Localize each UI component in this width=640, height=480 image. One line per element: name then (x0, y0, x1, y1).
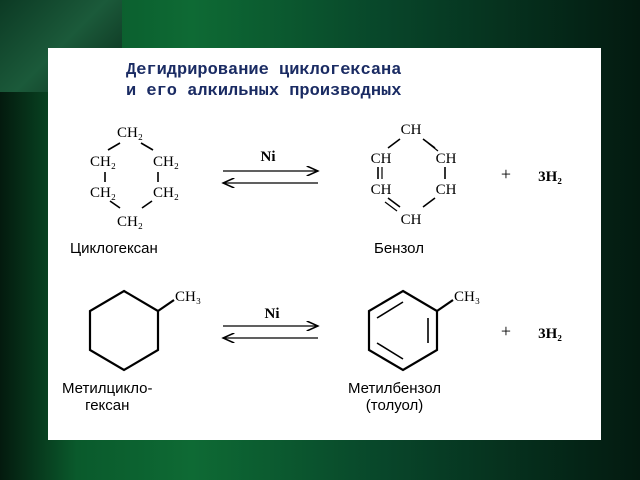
atom-ch2-upper-left: CH₂ (90, 154, 116, 170)
atom-ch-lower-right: CH (436, 182, 457, 198)
methylcyclohexane-structure: CH₃ (88, 289, 201, 372)
bond (422, 197, 436, 208)
label-line: Метилбензол (348, 380, 442, 397)
toluene-structure: CH₃ (367, 289, 480, 372)
equilibrium-arrows-2: Ni (223, 306, 318, 338)
atom-ch2-lower-left: CH₂ (90, 185, 116, 201)
reaction-diagram: CH₂ CH₂ CH₂ CH₂ CH₂ CH₂ Ni CH CH CH (88, 122, 562, 372)
title-line-2: и его алкильных производных (126, 82, 402, 101)
bond (109, 200, 121, 209)
catalyst-label: Ni (265, 306, 280, 322)
equilibrium-arrows-1: Ni (223, 149, 318, 183)
hydrogen-product-2: 3H₂ (538, 326, 562, 342)
atom-ch2-upper-right: CH₂ (153, 154, 179, 170)
bond (436, 299, 454, 312)
label-benzene: Бензол (374, 240, 424, 257)
atom-ch-upper-left: CH (371, 151, 392, 167)
hydrogen-product-1: 3H₂ (538, 169, 562, 185)
atom-ch-upper-right: CH (436, 151, 457, 167)
inner-double-bond (376, 342, 404, 360)
atom-ch-top: CH (401, 122, 422, 138)
plus-sign-2: + (501, 321, 511, 341)
atom-ch2-top: CH₂ (117, 125, 143, 141)
title-line-1: Дегидрирование циклогексана (126, 61, 402, 80)
bond (141, 200, 153, 209)
cyclohexane-ring (88, 289, 160, 372)
double-bond (384, 201, 398, 212)
label-line: гексан (85, 397, 130, 414)
bond (140, 142, 154, 151)
benzene-structure: CH CH CH CH CH CH (371, 122, 457, 228)
label-line: Метилцикло- (62, 380, 153, 397)
slide-panel: Дегидрирование циклогексана и его алкиль… (48, 48, 601, 440)
label-line: (толуол) (365, 397, 424, 414)
label-cyclohexane: Циклогексан (70, 240, 158, 257)
methyl-group: CH₃ (454, 289, 480, 305)
double-bond (427, 142, 439, 152)
atom-ch2-bottom: CH₂ (117, 214, 143, 230)
atom-ch-lower-left: CH (371, 182, 392, 198)
inner-double-bond (376, 301, 404, 319)
atom-ch-bottom: CH (401, 212, 422, 228)
slide-title: Дегидрирование циклогексана и его алкиль… (126, 60, 401, 102)
plus-sign-1: + (501, 164, 511, 184)
cyclohexane-structure: CH₂ CH₂ CH₂ CH₂ CH₂ CH₂ (90, 125, 179, 230)
label-methylcyclohexane: Метилцикло- гексан (62, 380, 152, 414)
catalyst-label: Ni (261, 149, 276, 165)
bond (107, 142, 121, 151)
bond (387, 138, 401, 149)
label-toluene: Метилбензол (толуол) (348, 380, 441, 414)
bond (387, 197, 401, 208)
methyl-group: CH₃ (175, 289, 201, 305)
bond (157, 299, 175, 312)
atom-ch2-lower-right: CH₂ (153, 185, 179, 201)
